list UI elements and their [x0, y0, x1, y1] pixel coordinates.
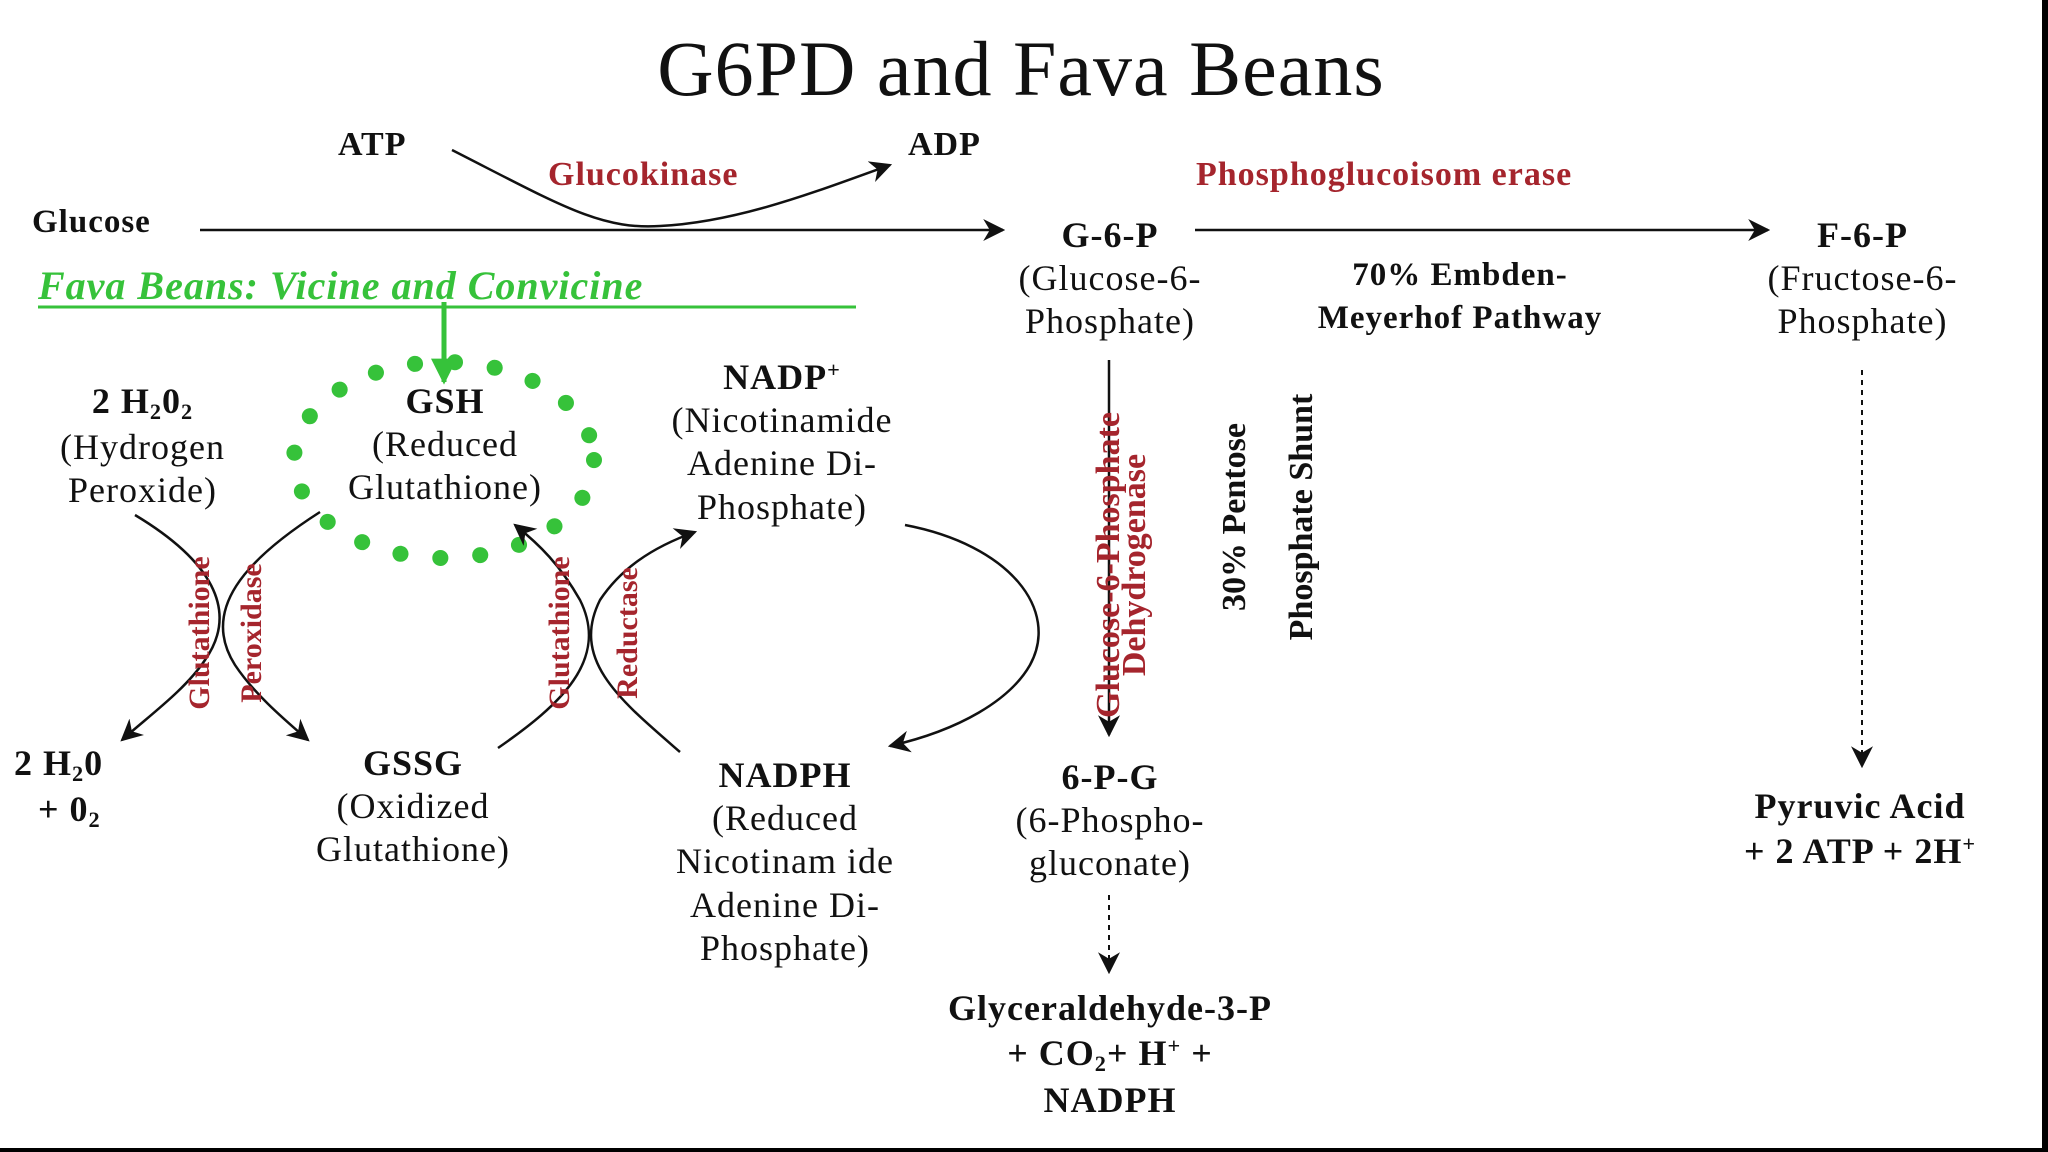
nadph-line4: Phosphate) [700, 927, 870, 968]
g3p-line1: Glyceraldehyde-3-P [948, 988, 1272, 1028]
emp-line1: 70% Embden- [1352, 257, 1568, 293]
oxygen-formula: + 02 [38, 788, 101, 832]
h2o2-line1: (Hydrogen [60, 426, 225, 467]
glucose-label: Glucose [32, 204, 151, 240]
gpx-label-line2: Peroxidase [235, 563, 268, 703]
g3p-line2: + CO2+ H+ + [1007, 1033, 1213, 1076]
gr-label-line1: Glutathione [543, 556, 576, 710]
gpx-label-line1: Glutathione [183, 556, 216, 710]
6pg-abbr: 6-P-G [1061, 757, 1159, 797]
nadph-abbr: NADPH [718, 755, 852, 795]
gsh-block: GSH (Reduced Glutathione) [300, 380, 590, 510]
gsh-dotted-ring [286, 354, 602, 566]
g6p-line1: (Glucose-6- [1018, 258, 1202, 299]
nadph-line2: Nicotinam ide [676, 841, 894, 882]
g6pd-label-line2: Dehydrogenase [1116, 453, 1153, 677]
g6p-line2: Phosphate) [1025, 301, 1195, 342]
6pg-block: 6-P-G (6-Phospho- gluconate) [965, 756, 1255, 886]
h2o2-formula: 2 H202 [91, 381, 194, 424]
atp-to-adp-arrow [451, 148, 893, 228]
f6p-line1: (Fructose-6- [1767, 258, 1958, 299]
nadp-to-nadph-arrow [887, 523, 1040, 753]
nadp-plus-abbr: NADP+ [723, 357, 841, 397]
gssg-line1: (Oxidized [336, 786, 490, 827]
water-formula: 2 H20 [14, 743, 104, 786]
emp-block: 70% Embden- Meyerhof Pathway [1240, 254, 1680, 340]
gsh-line2: Glutathione) [348, 467, 542, 508]
fava-beans-label: Fava Beans: Vicine and Convicine [38, 263, 644, 308]
glucokinase-label: Glucokinase [548, 156, 739, 193]
page-title: G6PD and Fava Beans [657, 25, 1385, 112]
atp-label: ATP [338, 126, 407, 163]
shunt-label-line2: Phosphate Shunt [1283, 393, 1320, 641]
gssg-to-gsh-arrow [497, 523, 591, 750]
g6p-abbr: G-6-P [1061, 215, 1159, 255]
shunt-label-line1: 30% Pentose [1216, 423, 1253, 611]
h2o2-to-water-arrow [120, 513, 221, 742]
pyruvic-line1: Pyruvic Acid [1754, 786, 1966, 826]
nadph-block: NADPH (Reduced Nicotinam ide Adenine Di-… [620, 754, 950, 970]
gr-label-line2: Reductase [611, 567, 644, 699]
nadp-plus-line3: Phosphate) [697, 486, 867, 527]
nadph-line3: Adenine Di- [690, 884, 880, 925]
gsh-abbr: GSH [405, 381, 485, 421]
h2o2-line2: Peroxide) [68, 469, 217, 510]
gssg-line2: Glutathione) [316, 829, 510, 870]
water-block: 2 H20 + 02 [14, 742, 154, 834]
g3p-line3: NADPH [1043, 1079, 1177, 1120]
gssg-block: GSSG (Oxidized Glutathione) [268, 742, 558, 872]
nadp-plus-line1: (Nicotinamide [671, 400, 893, 441]
nadph-line1: (Reduced [712, 798, 858, 839]
emp-line2: Meyerhof Pathway [1317, 299, 1603, 336]
gssg-abbr: GSSG [362, 743, 464, 783]
right-edge-bar [2042, 0, 2048, 1152]
f6p-abbr: F-6-P [1817, 215, 1908, 255]
adp-label: ADP [908, 126, 981, 163]
h2o2-block: 2 H202 (Hydrogen Peroxide) [20, 380, 265, 512]
g6p-block: G-6-P (Glucose-6- Phosphate) [980, 214, 1240, 344]
6pg-line1: (6-Phospho- [1015, 800, 1205, 841]
nadp-plus-line2: Adenine Di- [687, 443, 877, 484]
f6p-line2: Phosphate) [1777, 301, 1948, 342]
pyruvic-block: Pyruvic Acid + 2 ATP + 2H+ [1670, 784, 2042, 874]
6pg-line2: gluconate) [1029, 843, 1191, 884]
f6p-block: F-6-P (Fructose-6- Phosphate) [1730, 214, 1995, 344]
gsh-line1: (Reduced [372, 424, 518, 465]
g3p-block: Glyceraldehyde-3-P + CO2+ H+ + NADPH [860, 986, 1360, 1123]
gsh-to-gssg-arrow [221, 510, 321, 742]
nadph-to-nadp-arrow [589, 528, 698, 753]
nadp-plus-block: NADP+ (Nicotinamide Adenine Di- Phosphat… [622, 356, 942, 529]
pyruvic-line2: + 2 ATP + 2H+ [1743, 831, 1977, 871]
bottom-edge-bar [0, 1148, 2048, 1152]
phosphoglucoisomerase-label: Phosphoglucoisom erase [1196, 156, 1573, 193]
